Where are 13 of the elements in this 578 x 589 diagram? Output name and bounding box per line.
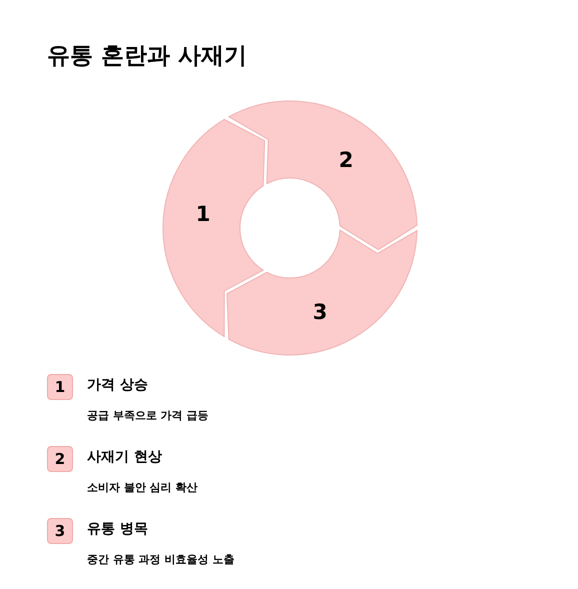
segment-number: 3 bbox=[312, 300, 328, 324]
segment-number: 1 bbox=[196, 202, 210, 226]
item-heading: 가격 상승 bbox=[87, 376, 148, 394]
diagram-title: 유통 혼란과 사재기 bbox=[47, 42, 248, 71]
item-heading: 유통 병목 bbox=[87, 520, 148, 538]
number-badge: 1 bbox=[47, 374, 73, 400]
number-badge: 3 bbox=[47, 518, 73, 544]
item-description: 공급 부족으로 가격 급등 bbox=[87, 408, 208, 423]
item-heading: 사재기 현상 bbox=[87, 448, 162, 466]
segment-number: 2 bbox=[338, 148, 354, 172]
item-description: 소비자 불안 심리 확산 bbox=[87, 480, 198, 495]
item-description: 중간 유통 과정 비효율성 노출 bbox=[87, 552, 234, 567]
number-badge: 2 bbox=[47, 446, 73, 472]
